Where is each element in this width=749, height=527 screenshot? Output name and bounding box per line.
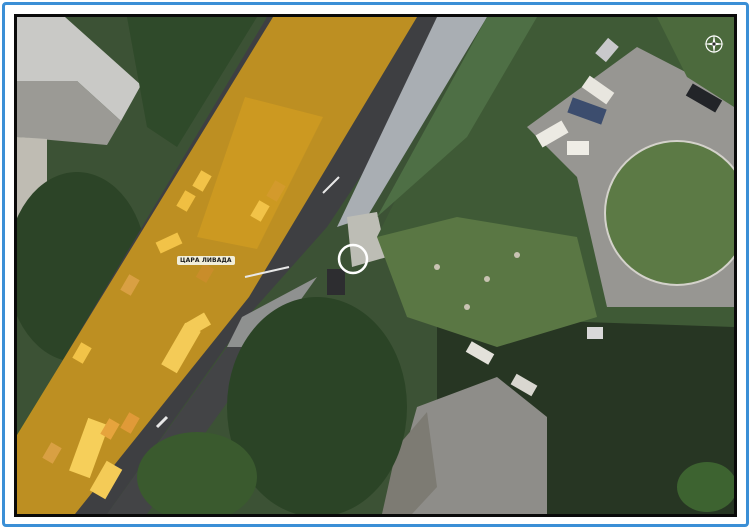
- car: [685, 83, 723, 113]
- truck: [89, 460, 123, 500]
- car: [567, 141, 589, 155]
- park-path: [464, 304, 470, 310]
- car: [42, 442, 62, 464]
- trees: [127, 17, 257, 147]
- street-name-label: ЦАРА ЛИВАДА: [177, 256, 235, 265]
- trees: [677, 462, 734, 512]
- road-marking: [244, 266, 290, 278]
- trees: [227, 297, 407, 514]
- car: [195, 263, 215, 283]
- highlighted-street[interactable]: [17, 17, 417, 514]
- car: [510, 373, 538, 397]
- road-marking: [155, 415, 169, 429]
- car: [535, 120, 569, 148]
- car: [250, 200, 270, 222]
- sidewalk: [347, 212, 387, 267]
- aerial-map[interactable]: ЦАРА ЛИВАДА: [14, 14, 737, 517]
- car: [581, 75, 615, 105]
- road-marking: [322, 176, 340, 194]
- bus: [161, 322, 201, 374]
- park-path: [484, 276, 490, 282]
- truck: [69, 417, 109, 479]
- car: [327, 269, 345, 295]
- car: [120, 274, 140, 296]
- map-canvas: [17, 17, 734, 514]
- car: [266, 180, 286, 202]
- car: [587, 327, 603, 339]
- car: [120, 412, 140, 434]
- compass-rose-icon[interactable]: [703, 33, 725, 55]
- trees: [377, 17, 537, 217]
- car: [192, 170, 212, 192]
- roundabout-curb: [604, 140, 734, 286]
- car: [465, 341, 495, 365]
- building-roof: [17, 17, 141, 121]
- highlighted-lot: [197, 97, 323, 249]
- car: [567, 97, 607, 125]
- roundabout-green: [605, 141, 734, 285]
- car: [72, 342, 92, 364]
- building-roof: [17, 81, 121, 145]
- building-roof: [382, 412, 437, 514]
- park-path: [514, 252, 520, 258]
- sidewalk: [337, 17, 487, 227]
- trees: [137, 432, 257, 514]
- car: [176, 190, 196, 212]
- park-path: [434, 264, 440, 270]
- circle-marker-icon[interactable]: [337, 243, 369, 275]
- car: [155, 232, 183, 254]
- car: [100, 418, 120, 440]
- car: [595, 37, 619, 63]
